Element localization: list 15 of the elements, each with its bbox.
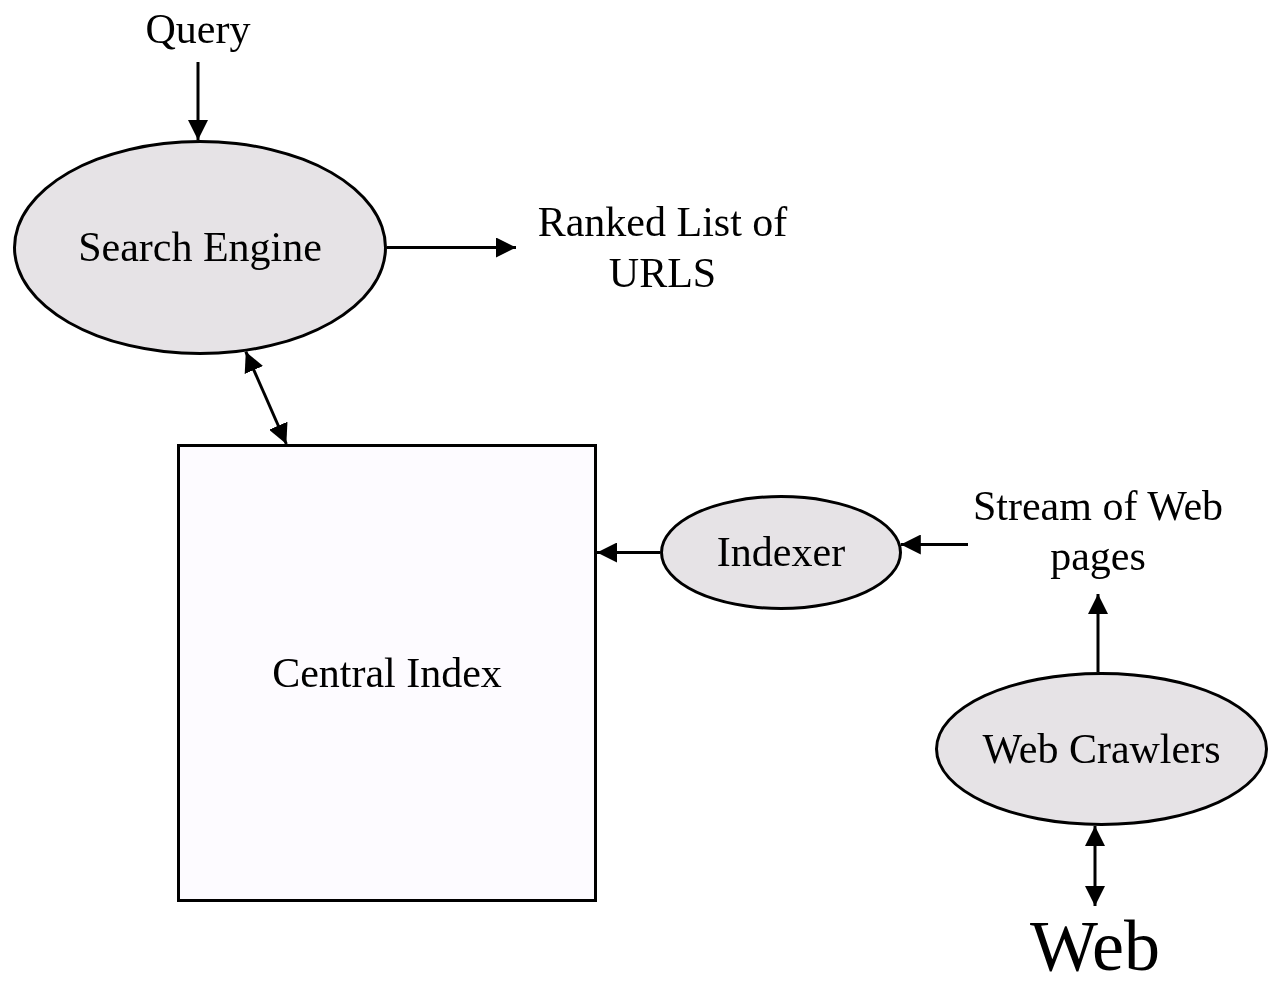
node-label: Indexer [716, 528, 846, 578]
node-label: Web [1029, 905, 1161, 983]
node-label: Query [145, 4, 251, 54]
arrow [387, 237, 516, 258]
arrow [1088, 594, 1108, 672]
arrow [188, 62, 208, 140]
arrow [900, 534, 968, 555]
node-label: Web Crawlers [982, 724, 1221, 774]
node-label: Stream of Web pages [972, 481, 1224, 581]
node-label: Ranked List of URLS [536, 198, 789, 298]
arrow [1085, 825, 1105, 906]
index-box [177, 444, 597, 902]
node-label: Search Engine [78, 223, 322, 273]
node-label: Central Index [272, 648, 502, 698]
arrow [597, 542, 660, 563]
